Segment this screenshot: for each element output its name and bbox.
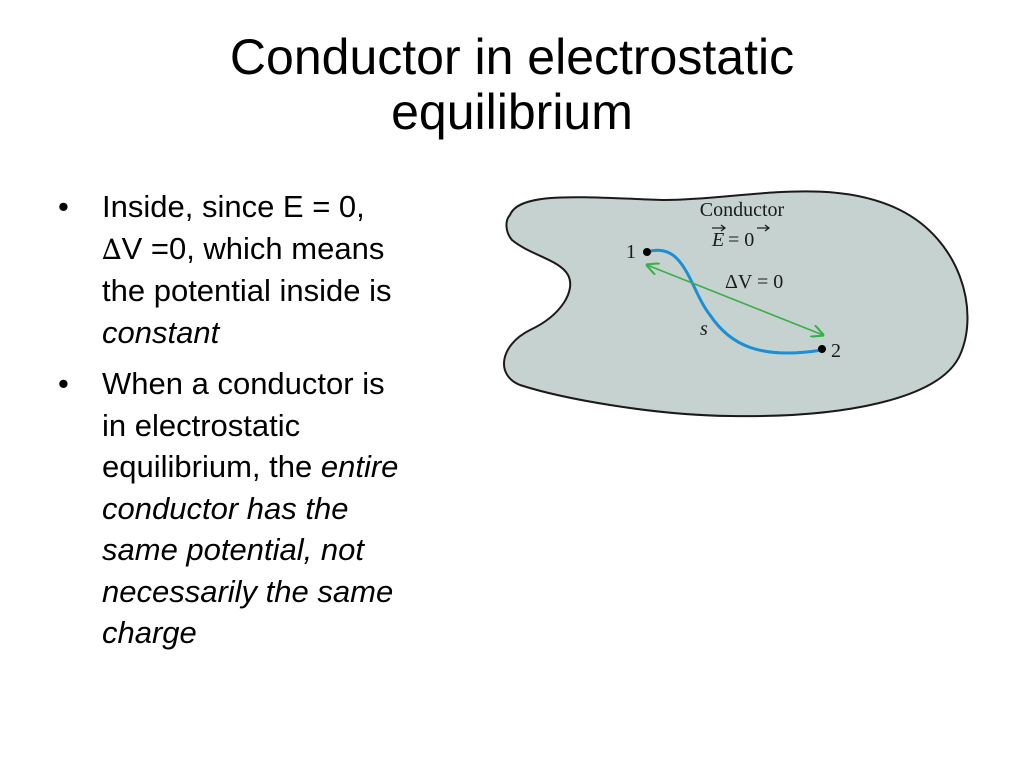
bullet-line-italic: entire <box>320 449 399 484</box>
label-field: E = 0 <box>711 224 770 251</box>
bullet-marker: • <box>58 189 69 224</box>
label-point-2: 2 <box>831 340 841 362</box>
bullet-line: When a conductor is <box>102 366 385 401</box>
label-field-eq: = 0 <box>728 229 754 251</box>
conductor-body <box>503 190 969 418</box>
bullet-line: equilibrium, the entire <box>102 446 498 488</box>
vector-arrowhead-e <box>720 224 726 232</box>
bullet-line-italic: constant <box>102 314 220 350</box>
bullet-line-italic: conductor has the <box>102 490 349 526</box>
label-point-1: 1 <box>626 241 636 263</box>
bullet-marker: • <box>58 366 69 401</box>
label-delta-v: ΔV = 0 <box>725 271 783 293</box>
bullet-line: in electrostatic <box>102 407 301 443</box>
vector-arrowhead-zero <box>764 224 770 232</box>
label-path-s: s <box>700 318 708 340</box>
title-line-1: Conductor in electrostatic <box>229 29 795 85</box>
point-2-dot <box>818 345 826 353</box>
label-field-e: E <box>711 229 724 251</box>
slide-title: Conductor in electrostatic equilibrium <box>0 30 1024 140</box>
title-line-2: equilibrium <box>391 84 633 140</box>
bullet-line: the potential inside is <box>102 273 392 308</box>
point-1-dot <box>643 248 651 256</box>
delta-symbol: ∆ <box>102 232 122 266</box>
bullet-line-italic: necessarily the same <box>102 573 394 609</box>
bullet-list: • Inside, since E = 0, ∆V =0, which mean… <box>58 186 498 664</box>
bullet-line-italic: charge <box>102 615 197 650</box>
bullet-item-inside: • Inside, since E = 0, ∆V =0, which mean… <box>58 186 498 353</box>
bullet-line: Inside, since E = 0, <box>102 189 365 224</box>
bullet-line-italic: same potential, not <box>102 532 364 567</box>
conductor-diagram: Conductor E = 0 ΔV = 0 1 2 s <box>503 190 969 418</box>
bullet-line-text: V =0, which means <box>121 230 385 266</box>
bullet-item-equilibrium: • When a conductor is in electrostatic e… <box>58 363 498 654</box>
label-conductor: Conductor <box>700 199 785 221</box>
displacement-arrow <box>647 265 823 335</box>
bullet-line-text: equilibrium, the <box>102 449 321 484</box>
bullet-line: ∆V =0, which means <box>102 228 498 271</box>
